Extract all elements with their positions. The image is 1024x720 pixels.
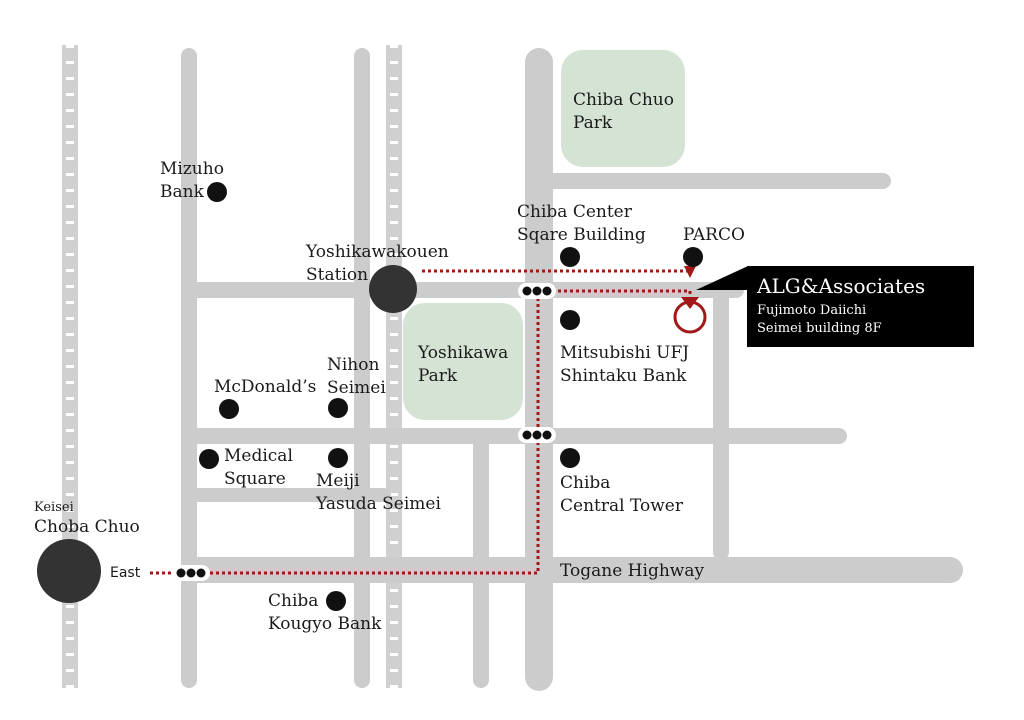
route-arrow-upper — [684, 266, 696, 278]
east-exit-label: East — [110, 565, 141, 581]
railway-center — [386, 45, 402, 688]
destination-callout: ALG&Associates Fujimoto Daiichi Seimei b… — [747, 266, 974, 347]
meiji-marker-icon — [328, 448, 348, 468]
parco-marker-icon — [683, 247, 703, 267]
destination-ring-icon — [673, 300, 707, 334]
yoshikawa-park — [403, 303, 523, 420]
traffic-signal-icon — [518, 283, 556, 299]
parco-label: PARCO — [683, 225, 745, 245]
yoshikawakouen-station-icon — [369, 265, 417, 313]
destination-address: Fujimoto Daiichi Seimei building 8F — [757, 303, 882, 336]
traffic-signal-icon — [172, 565, 210, 581]
chiba-chuo-park — [561, 50, 685, 167]
keisei-station-icon — [37, 539, 101, 603]
roads — [181, 48, 963, 691]
mcdonalds-label: McDonald’s — [214, 377, 317, 397]
chiba-tower-marker-icon — [560, 448, 580, 468]
mitsubishi-marker-icon — [560, 310, 580, 330]
kougyo-bank-marker-icon — [326, 591, 346, 611]
chiba-center-marker-icon — [560, 247, 580, 267]
railway-left — [62, 45, 78, 688]
togane-highway-label: Togane Highway — [560, 561, 705, 581]
mcdonalds-marker-icon — [219, 399, 239, 419]
mizuho-bank-marker-icon — [207, 182, 227, 202]
keisei-station-label: Choba Chuo — [34, 517, 140, 537]
medical-square-marker-icon — [199, 449, 219, 469]
keisei-line-label: Keisei — [34, 500, 74, 515]
nihon-seimei-marker-icon — [328, 398, 348, 418]
destination-name: ALG&Associates — [757, 274, 926, 298]
traffic-signal-icon — [518, 427, 556, 443]
